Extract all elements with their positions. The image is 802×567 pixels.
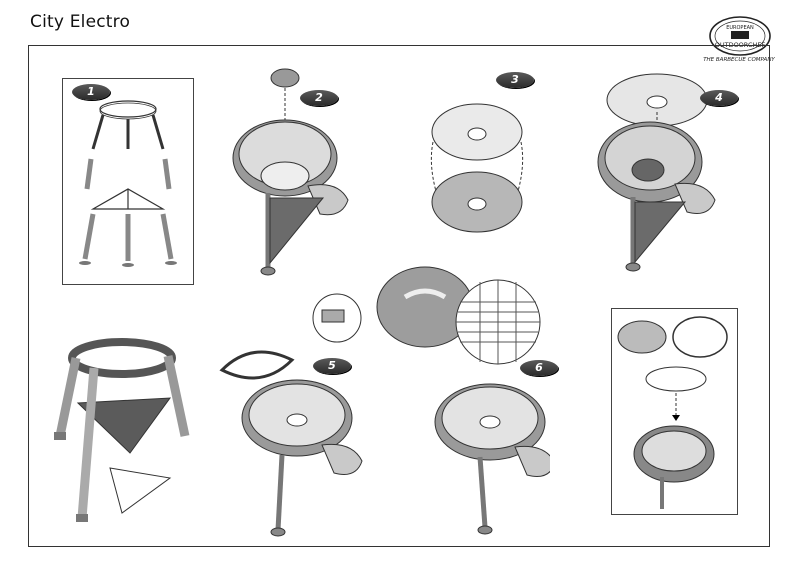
panel-step-6-illustration — [376, 266, 550, 535]
tripod-stand-illustration — [54, 338, 190, 522]
panel-step-1 — [62, 78, 194, 285]
step-badge-3: 3 — [496, 72, 534, 88]
step-badge-4: 4 — [700, 90, 738, 106]
accessory-illustration — [617, 316, 728, 509]
step-badge-5: 5 — [313, 358, 351, 374]
logo-top-text: EUROPEAN — [726, 25, 754, 31]
tripod-assembly-illustration — [79, 100, 177, 267]
step-badge-2: 2 — [300, 90, 338, 106]
step-badge-1: 1 — [72, 84, 110, 100]
panel-step-3-illustration — [430, 103, 524, 233]
accessory-panel — [611, 308, 738, 515]
page-title: City Electro — [30, 12, 131, 32]
instruction-frame — [28, 45, 770, 547]
panel-step-4-illustration — [597, 73, 716, 272]
step-badge-6: 6 — [520, 360, 558, 376]
panel-step-2-illustration — [232, 68, 349, 276]
logo-tagline: THE BARBECUE COMPANY — [703, 57, 775, 63]
panel-step-5-illustration — [219, 293, 363, 537]
